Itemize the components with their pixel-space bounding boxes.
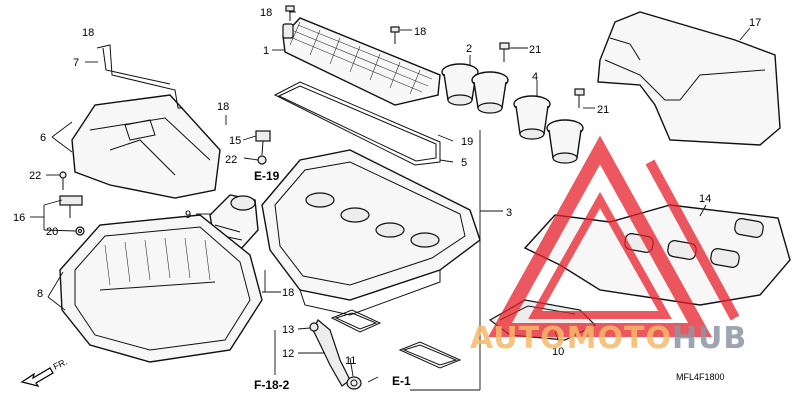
callout-9: 9	[185, 209, 191, 221]
callout-21-b: 21	[597, 104, 609, 116]
callout-4: 4	[532, 71, 538, 83]
air-duct-cover	[597, 11, 781, 146]
callout-16: 16	[13, 212, 25, 224]
leader-lines	[30, 11, 751, 391]
bolt-18-top	[285, 5, 295, 21]
ref-e1: E-1	[392, 374, 411, 388]
callout-18-b: 18	[260, 7, 272, 19]
sensor-15	[255, 130, 271, 165]
callout-2: 2	[466, 43, 472, 55]
bolt-21-lower	[574, 88, 585, 108]
callout-21-a: 21	[529, 44, 541, 56]
callout-5: 5	[461, 157, 467, 169]
watermark-brand-part1: AUTOMOTO	[470, 321, 672, 356]
callout-10: 10	[552, 346, 564, 358]
callout-13: 13	[282, 324, 294, 336]
front-label: FR.	[52, 357, 69, 372]
callout-18-e: 18	[282, 287, 294, 299]
callout-17: 17	[749, 17, 761, 29]
callout-1: 1	[263, 45, 269, 57]
callout-12: 12	[282, 348, 294, 360]
watermark-brand: AUTOMOTOHUB	[470, 321, 747, 356]
bolt-22-upper	[59, 171, 67, 190]
callout-14: 14	[699, 193, 711, 205]
clip-11	[346, 376, 362, 390]
callout-6: 6	[40, 132, 46, 144]
callout-3: 3	[506, 207, 512, 219]
upper-housing-cover	[71, 94, 221, 199]
callout-18-c: 18	[414, 26, 426, 38]
air-filter	[282, 17, 441, 106]
lower-housing-8	[59, 214, 263, 363]
callout-8: 8	[37, 288, 43, 300]
callout-15: 15	[229, 135, 241, 147]
air-cleaner-case	[261, 149, 481, 316]
callout-22-b: 22	[29, 170, 41, 182]
ref-f18-2: F-18-2	[254, 378, 290, 392]
callout-7: 7	[73, 57, 79, 69]
bracket-7	[96, 44, 183, 109]
diagram-code: MFL4F1800	[676, 372, 725, 382]
air-funnel-4	[513, 95, 584, 164]
callout-22-a: 22	[225, 154, 237, 166]
callout-11: 11	[345, 355, 356, 367]
bracket-16	[59, 195, 83, 218]
callout-18-d: 18	[217, 101, 229, 113]
callout-20: 20	[46, 226, 58, 238]
bolt-21-upper	[499, 42, 510, 62]
front-direction-arrow: FR.	[20, 357, 69, 387]
callout-19: 19	[461, 136, 473, 148]
seal-ring-lower	[330, 309, 462, 369]
bolt-18-right	[390, 26, 400, 44]
ref-e19: E-19	[254, 169, 280, 183]
gasket-seal	[273, 81, 441, 166]
callout-18-a: 18	[82, 27, 94, 39]
watermark-brand-part2: HUB	[672, 321, 747, 356]
air-funnel-2	[441, 63, 509, 114]
washer-20	[75, 226, 85, 236]
watermark-logo	[488, 135, 740, 337]
